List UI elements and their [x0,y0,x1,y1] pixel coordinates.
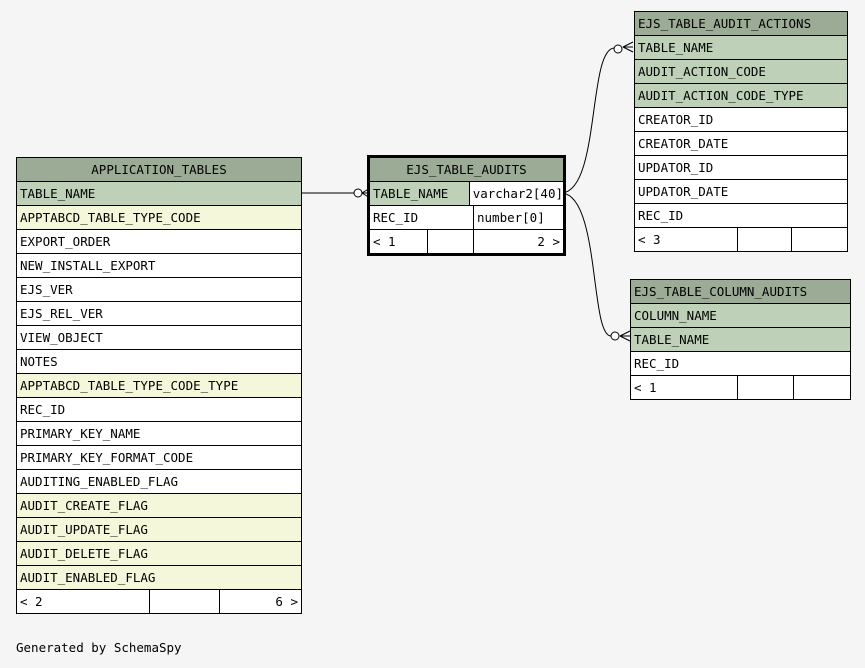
column-name: EJS_REL_VER [20,306,103,321]
column-row[interactable]: REC_ID [631,352,850,376]
column-name: AUDIT_DELETE_FLAG [20,546,148,561]
column-row[interactable]: EJS_VER [17,278,301,302]
column-row[interactable]: VIEW_OBJECT [17,326,301,350]
column-type: number[0] [474,206,563,229]
column-name: REC_ID [638,208,684,223]
relation-line [561,192,612,337]
column-row[interactable]: CREATOR_DATE [635,132,847,156]
column-name: CREATOR_DATE [638,136,729,151]
relation-circle [610,331,620,341]
column-name: PRIMARY_KEY_NAME [20,426,141,441]
column-row[interactable]: APPTABCD_TABLE_TYPE_CODE [17,206,301,230]
table-header: EJS_TABLE_AUDIT_ACTIONS [635,12,847,36]
column-name: AUDIT_ACTION_CODE [638,64,766,79]
column-row[interactable]: TABLE_NAME [631,328,850,352]
column-name: AUDIT_ENABLED_FLAG [20,570,156,585]
children-count[interactable]: 2 > [537,234,560,249]
table-footer: < 1 2 > [370,230,563,253]
column-name: APPTABCD_TABLE_TYPE_CODE [20,210,201,225]
relation-circle [613,44,623,54]
column-row[interactable]: CREATOR_ID [635,108,847,132]
children-count[interactable]: 6 > [275,594,298,609]
column-name: REC_ID [634,356,680,371]
footer-spacer [428,230,474,253]
relation-crowfoot [619,330,631,342]
table-header: EJS_TABLE_AUDITS [370,158,563,182]
column-name: TABLE_NAME [638,40,714,55]
column-name: REC_ID [370,206,474,229]
footer-spacer [738,228,792,251]
footer-spacer [738,376,794,399]
column-row[interactable]: AUDIT_DELETE_FLAG [17,542,301,566]
column-name: UPDATOR_DATE [638,184,729,199]
parents-count[interactable]: < 1 [370,230,428,253]
column-row[interactable]: UPDATOR_ID [635,156,847,180]
children-count[interactable] [794,376,850,399]
column-row[interactable]: AUDIT_CREATE_FLAG [17,494,301,518]
table-title: APPLICATION_TABLES [91,162,227,177]
column-row[interactable]: NEW_INSTALL_EXPORT [17,254,301,278]
column-name: REC_ID [20,402,66,417]
column-name: NEW_INSTALL_EXPORT [20,258,156,273]
column-type: varchar2[40] [469,182,563,205]
column-name: AUDIT_ACTION_CODE_TYPE [638,88,804,103]
column-name: AUDITING_ENABLED_FLAG [20,474,179,489]
table-ejs-table-audit-actions[interactable]: EJS_TABLE_AUDIT_ACTIONS TABLE_NAME AUDIT_… [634,11,848,252]
column-row[interactable]: AUDIT_UPDATE_FLAG [17,518,301,542]
table-application-tables[interactable]: APPLICATION_TABLES TABLE_NAME APPTABCD_TA… [16,157,302,614]
relation-circle [353,188,363,198]
column-name: TABLE_NAME [370,182,470,205]
column-row[interactable]: AUDIT_ACTION_CODE_TYPE [635,84,847,108]
column-row[interactable]: EXPORT_ORDER [17,230,301,254]
table-ejs-table-column-audits[interactable]: EJS_TABLE_COLUMN_AUDITS COLUMN_NAME TABLE… [630,279,851,400]
column-name: CREATOR_ID [638,112,714,127]
column-name: TABLE_NAME [634,332,710,347]
children-count[interactable] [792,228,847,251]
column-row[interactable]: NOTES [17,350,301,374]
table-header: APPLICATION_TABLES [17,158,301,182]
footer-spacer [150,590,220,613]
column-row[interactable]: PRIMARY_KEY_FORMAT_CODE [17,446,301,470]
relation-crowfoot [622,41,634,53]
table-header: EJS_TABLE_COLUMN_AUDITS [631,280,850,304]
column-row[interactable]: EJS_REL_VER [17,302,301,326]
column-name: COLUMN_NAME [634,308,717,323]
generated-by-note: Generated by SchemaSpy [16,640,182,655]
column-row[interactable]: AUDITING_ENABLED_FLAG [17,470,301,494]
column-row[interactable]: TABLE_NAME [635,36,847,60]
table-title: EJS_TABLE_AUDITS [406,162,527,177]
column-name: AUDIT_CREATE_FLAG [20,498,148,513]
column-row[interactable]: COLUMN_NAME [631,304,850,328]
column-row[interactable]: UPDATOR_DATE [635,180,847,204]
parents-count[interactable]: < 1 [631,376,738,399]
column-name: EXPORT_ORDER [20,234,111,249]
column-name: UPDATOR_ID [638,160,714,175]
column-name: NOTES [20,354,58,369]
column-row[interactable]: REC_ID [635,204,847,228]
column-name: EJS_VER [20,282,73,297]
column-name: PRIMARY_KEY_FORMAT_CODE [20,450,194,465]
relation-line [561,47,615,194]
parents-count[interactable]: < 3 [635,228,738,251]
column-row[interactable]: REC_ID [17,398,301,422]
column-row[interactable]: PRIMARY_KEY_NAME [17,422,301,446]
column-name: TABLE_NAME [20,186,96,201]
table-title: EJS_TABLE_COLUMN_AUDITS [634,284,808,299]
parents-count[interactable]: < 2 [17,590,150,613]
table-footer: < 1 [631,376,850,399]
column-name: VIEW_OBJECT [20,330,103,345]
column-row[interactable]: APPTABCD_TABLE_TYPE_CODE_TYPE [17,374,301,398]
column-name: APPTABCD_TABLE_TYPE_CODE_TYPE [20,378,239,393]
column-row[interactable]: AUDIT_ACTION_CODE [635,60,847,84]
table-footer: < 2 6 > [17,590,301,613]
table-footer: < 3 [635,228,847,251]
column-name: AUDIT_UPDATE_FLAG [20,522,148,537]
column-row[interactable]: TABLE_NAME [17,182,301,206]
column-row[interactable]: AUDIT_ENABLED_FLAG [17,566,301,590]
table-title: EJS_TABLE_AUDIT_ACTIONS [638,16,812,31]
